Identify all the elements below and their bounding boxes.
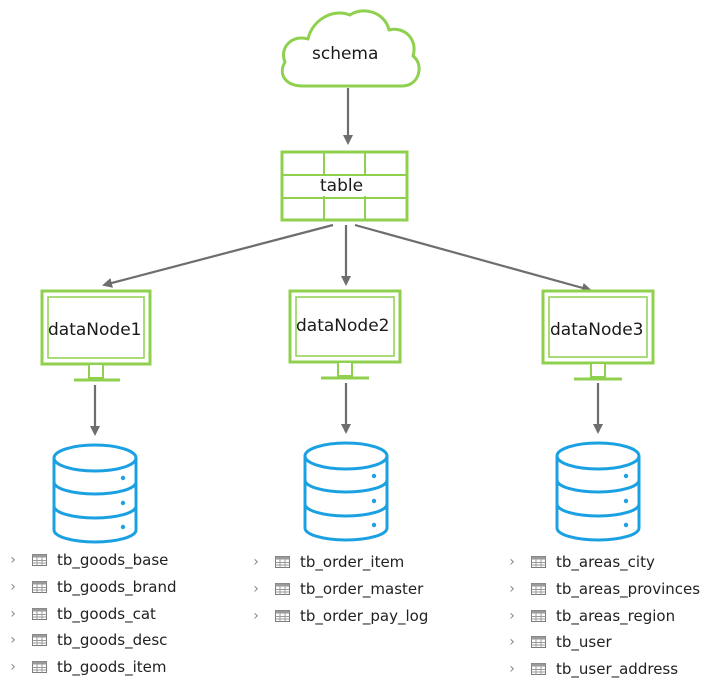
table-item[interactable]: › tb_order_item [249, 549, 428, 576]
arrow-table-node3 [354, 223, 592, 293]
node3-label: dataNode3 [550, 320, 644, 340]
table-item[interactable]: › tb_goods_brand [6, 574, 177, 601]
table-name: tb_areas_provinces [556, 580, 701, 599]
monitor-icon-node2 [288, 289, 402, 380]
table-icon [32, 581, 47, 594]
table-list-node2: › tb_order_item › tb_order_master › tb_order_… [249, 549, 428, 629]
table-item[interactable]: › tb_areas_city [505, 549, 700, 576]
table-item[interactable]: › tb_order_master [249, 576, 428, 603]
table-name: tb_goods_brand [57, 578, 177, 597]
table-name: tb_user [556, 633, 612, 652]
table-name: tb_order_pay_log [300, 606, 429, 625]
chevron-right-icon[interactable]: › [253, 581, 259, 598]
table-icon [531, 556, 546, 569]
chevron-right-icon[interactable]: › [253, 554, 259, 571]
chevron-right-icon[interactable]: › [509, 581, 515, 598]
table-item[interactable]: › tb_areas_region [505, 602, 700, 629]
table-list-node1: › tb_goods_base › tb_goods_brand › tb_goods_c… [6, 547, 177, 681]
table-icon [531, 663, 546, 676]
table-icon [275, 583, 290, 596]
table-item[interactable]: › tb_goods_item [6, 654, 177, 681]
chevron-right-icon[interactable]: › [509, 634, 515, 651]
chevron-right-icon[interactable]: › [10, 552, 16, 569]
table-item[interactable]: › tb_goods_base [6, 547, 177, 574]
table-icon [275, 556, 290, 569]
chevron-right-icon[interactable]: › [509, 607, 515, 624]
table-name: tb_goods_cat [57, 604, 156, 623]
node2-label: dataNode2 [296, 316, 390, 336]
table-name: tb_areas_city [556, 553, 655, 572]
chevron-right-icon[interactable]: › [10, 579, 16, 596]
table-item[interactable]: › tb_user [505, 629, 700, 656]
arrow-table-node1 [102, 223, 334, 288]
table-name: tb_goods_desc [57, 631, 168, 650]
table-grid-icon [280, 150, 409, 222]
table-icon [531, 636, 546, 649]
table-name: tb_goods_base [57, 551, 169, 570]
table-item[interactable]: › tb_goods_cat [6, 600, 177, 627]
table-item[interactable]: › tb_goods_desc [6, 627, 177, 654]
table-icon [531, 609, 546, 622]
chevron-right-icon[interactable]: › [10, 632, 16, 649]
chevron-right-icon[interactable]: › [509, 554, 515, 571]
chevron-right-icon[interactable]: › [10, 605, 16, 622]
table-icon [32, 554, 47, 567]
table-name: tb_order_item [300, 553, 405, 572]
table-label: table [320, 176, 364, 196]
table-item[interactable]: › tb_order_pay_log [249, 602, 428, 629]
table-name: tb_user_address [556, 660, 679, 679]
chevron-right-icon[interactable]: › [253, 607, 259, 624]
chevron-right-icon[interactable]: › [509, 661, 515, 678]
database-icon-3 [555, 441, 641, 542]
database-icon-1 [52, 443, 138, 544]
table-icon [275, 609, 290, 622]
node1-label: dataNode1 [48, 320, 142, 340]
monitor-icon-node3 [541, 289, 655, 381]
chevron-right-icon[interactable]: › [10, 659, 16, 676]
schema-label: schema [312, 44, 379, 64]
schema-cloud-icon [280, 9, 421, 88]
table-name: tb_order_master [300, 580, 424, 599]
table-name: tb_goods_item [57, 658, 167, 677]
monitor-icon-node1 [40, 289, 152, 382]
table-icon [32, 607, 47, 620]
table-icon [531, 583, 546, 596]
table-icon [32, 634, 47, 647]
table-item[interactable]: › tb_user_address [505, 656, 700, 683]
table-name: tb_areas_region [556, 606, 676, 625]
table-list-node3: › tb_areas_city › tb_areas_provinces › tb_are… [505, 549, 700, 682]
table-item[interactable]: › tb_areas_provinces [505, 576, 700, 603]
database-icon-2 [303, 441, 389, 542]
table-icon [32, 661, 47, 674]
arrows [90, 88, 603, 436]
